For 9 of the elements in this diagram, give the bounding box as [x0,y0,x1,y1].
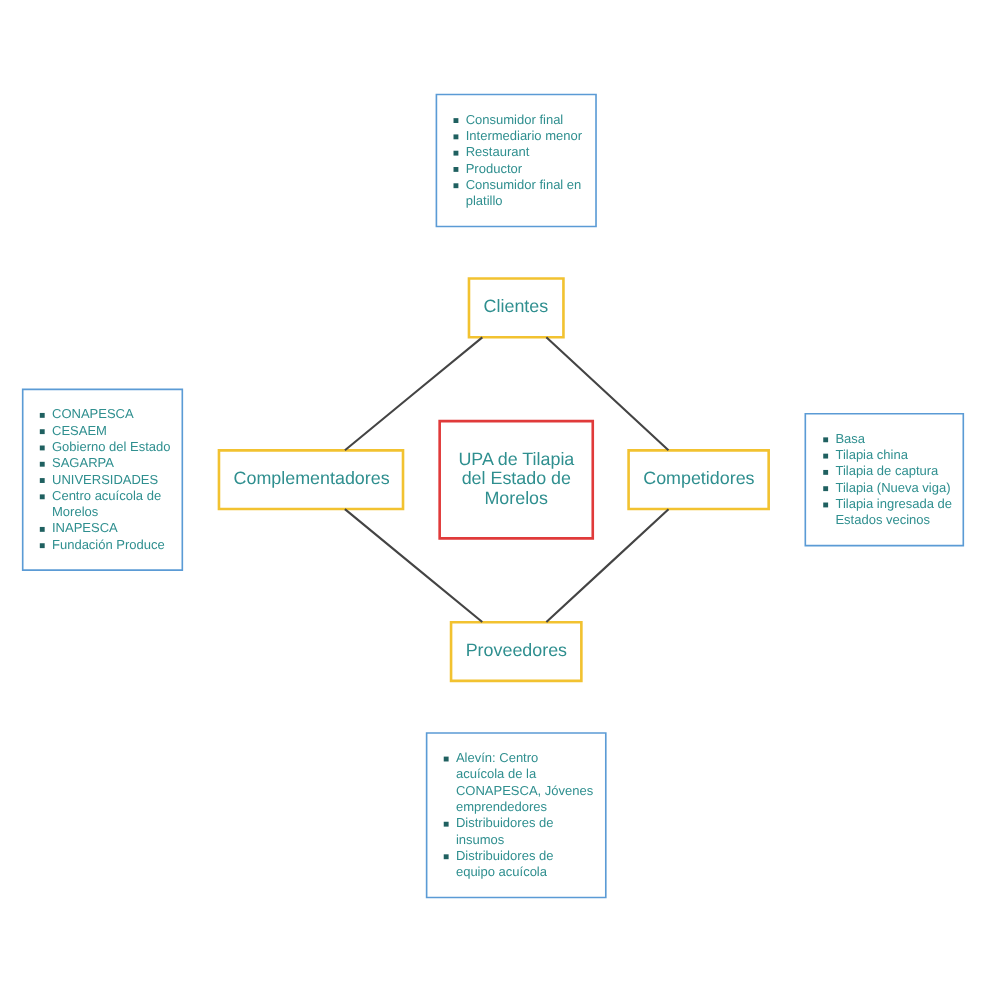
node-box: Clientes [467,276,565,338]
node-box: Proveedores [449,619,583,682]
node-box: UPA de Tilapia del Estado de Morelos [438,418,595,539]
connector [344,335,483,450]
connector [545,335,670,450]
connector [545,507,670,622]
node-box: Complementadores [217,448,405,510]
connector [344,507,483,622]
node-box: Competidores [627,448,770,510]
